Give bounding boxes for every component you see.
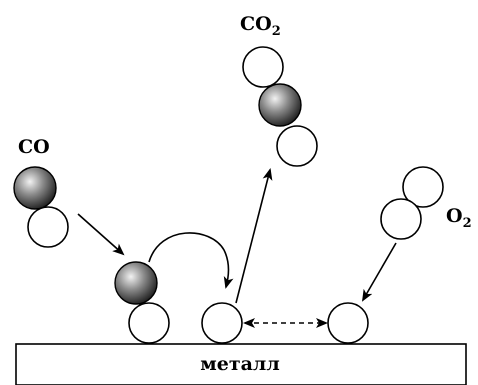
o2-oxygen-atom-bottom	[380, 198, 422, 240]
metal-surface	[15, 343, 467, 385]
adsorbed-oxygen-atom-middle	[201, 302, 243, 344]
o2-adsorption-arrow	[361, 242, 397, 302]
co2-carbon-atom	[258, 83, 302, 127]
metal-label: металл	[200, 353, 279, 375]
co-label: CO	[18, 136, 50, 158]
surface-reaction-curved-arrow	[148, 232, 234, 289]
co2-desorption-arrow	[235, 168, 273, 304]
o2-label: O2	[446, 205, 472, 231]
adsorbed-oxygen-atom-right	[327, 302, 369, 344]
co2-label: CO2	[240, 13, 281, 39]
co2-oxygen-atom-top	[242, 46, 284, 88]
adsorbed-co-oxygen-atom	[128, 302, 170, 344]
co-gas-carbon-atom	[13, 166, 57, 210]
adsorbed-co-carbon-atom	[114, 261, 158, 305]
co-gas-oxygen-atom	[27, 206, 69, 248]
co2-oxygen-atom-bottom	[276, 125, 318, 167]
o2-oxygen-atom-top	[402, 166, 444, 208]
co-adsorption-arrow	[77, 213, 125, 256]
